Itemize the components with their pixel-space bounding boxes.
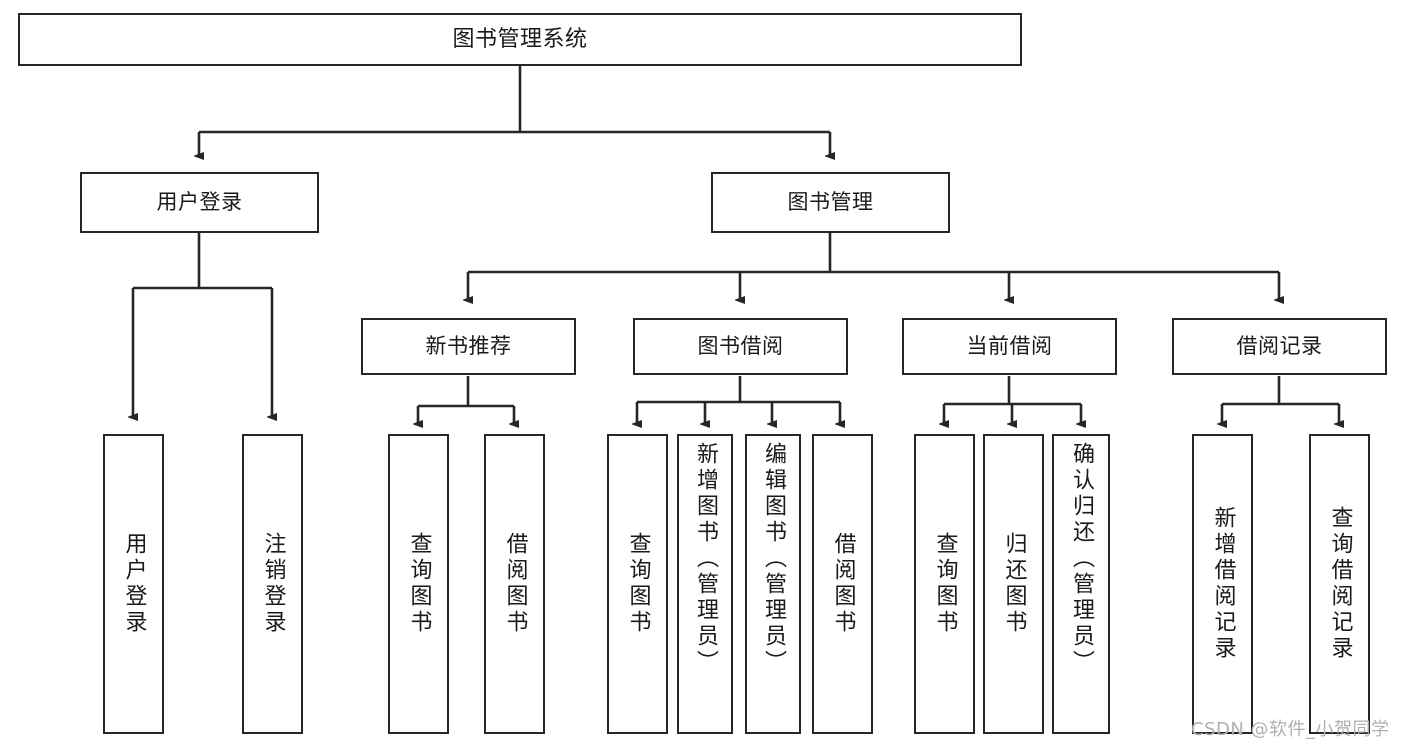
node-leaf-add-book[interactable]: 新增图书（管理员）: [677, 434, 733, 734]
node-book-borrow[interactable]: 图书借阅: [633, 318, 848, 375]
node-current-borrow[interactable]: 当前借阅: [902, 318, 1117, 375]
node-leaf-borrow-book-2-label: 借阅图书: [830, 532, 856, 636]
node-leaf-confirm-return-label: 确认归还（管理员）: [1069, 442, 1094, 676]
node-leaf-query-book-1-label: 查询图书: [406, 532, 432, 636]
node-book-borrow-label: 图书借阅: [697, 334, 784, 359]
node-leaf-query-book-1[interactable]: 查询图书: [388, 434, 449, 734]
node-leaf-borrow-book-1[interactable]: 借阅图书: [484, 434, 545, 734]
watermark-text: CSDN @软件_小贺同学: [1191, 719, 1390, 740]
node-borrow-record-label: 借阅记录: [1236, 334, 1323, 359]
node-book-management[interactable]: 图书管理: [711, 172, 950, 233]
node-user-login[interactable]: 用户登录: [80, 172, 319, 233]
node-leaf-edit-book-label: 编辑图书（管理员）: [761, 442, 786, 676]
node-leaf-confirm-return[interactable]: 确认归还（管理员）: [1052, 434, 1110, 734]
node-leaf-query-record[interactable]: 查询借阅记录: [1309, 434, 1370, 734]
node-user-login-label: 用户登录: [156, 190, 243, 215]
node-leaf-borrow-book-2[interactable]: 借阅图书: [812, 434, 873, 734]
node-leaf-return-book-label: 归还图书: [1001, 532, 1027, 636]
node-leaf-add-record[interactable]: 新增借阅记录: [1192, 434, 1253, 734]
node-leaf-logout[interactable]: 注销登录: [242, 434, 303, 734]
node-leaf-logout-label: 注销登录: [260, 532, 286, 636]
node-root-label: 图书管理系统: [452, 26, 588, 52]
node-leaf-query-book-2-label: 查询图书: [625, 532, 651, 636]
node-leaf-query-book-3[interactable]: 查询图书: [914, 434, 975, 734]
node-root[interactable]: 图书管理系统: [18, 13, 1022, 66]
node-leaf-edit-book[interactable]: 编辑图书（管理员）: [745, 434, 801, 734]
node-leaf-add-book-label: 新增图书（管理员）: [693, 442, 718, 676]
node-borrow-record[interactable]: 借阅记录: [1172, 318, 1387, 375]
node-leaf-borrow-book-1-label: 借阅图书: [502, 532, 528, 636]
node-current-borrow-label: 当前借阅: [966, 334, 1053, 359]
node-new-book-recommend[interactable]: 新书推荐: [361, 318, 576, 375]
node-leaf-user-login[interactable]: 用户登录: [103, 434, 164, 734]
node-leaf-user-login-label: 用户登录: [121, 532, 147, 636]
node-leaf-query-record-label: 查询借阅记录: [1327, 506, 1353, 662]
node-book-management-label: 图书管理: [787, 190, 874, 215]
node-leaf-query-book-3-label: 查询图书: [932, 532, 958, 636]
node-leaf-return-book[interactable]: 归还图书: [983, 434, 1044, 734]
node-leaf-query-book-2[interactable]: 查询图书: [607, 434, 668, 734]
node-new-book-recommend-label: 新书推荐: [425, 334, 512, 359]
node-leaf-add-record-label: 新增借阅记录: [1210, 506, 1236, 662]
